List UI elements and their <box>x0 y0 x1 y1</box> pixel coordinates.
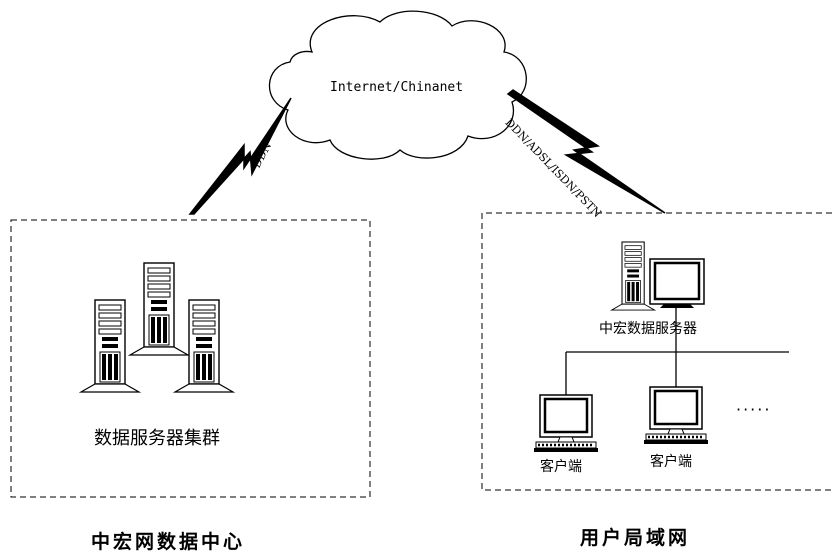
cluster-label: 数据服务器集群 <box>94 428 220 449</box>
internet-cloud <box>268 10 527 160</box>
dialup-link-bolt <box>506 89 666 214</box>
client-2-label: 客户端 <box>650 454 692 470</box>
more-clients-ellipsis: ····· <box>736 400 772 419</box>
ddn-link-bolt <box>188 97 292 215</box>
client-1-label: 客户端 <box>540 459 582 475</box>
user-server-icon <box>611 241 705 311</box>
datacenter-boundary <box>10 219 371 498</box>
lan-title: 用户局域网 <box>580 527 691 549</box>
cluster-server-top <box>129 262 189 356</box>
client-workstation-2 <box>642 385 710 446</box>
lan-boundary <box>481 212 832 491</box>
datacenter-title: 中宏网数据中心 <box>91 531 246 553</box>
cluster-server-left <box>80 299 140 393</box>
lan-cabling <box>565 300 789 398</box>
user-server-label: 中宏数据服务器 <box>599 321 697 337</box>
cloud-label: Internet/Chinanet <box>330 80 464 95</box>
cluster-server-right <box>174 299 234 393</box>
client-workstation-1 <box>532 393 600 454</box>
